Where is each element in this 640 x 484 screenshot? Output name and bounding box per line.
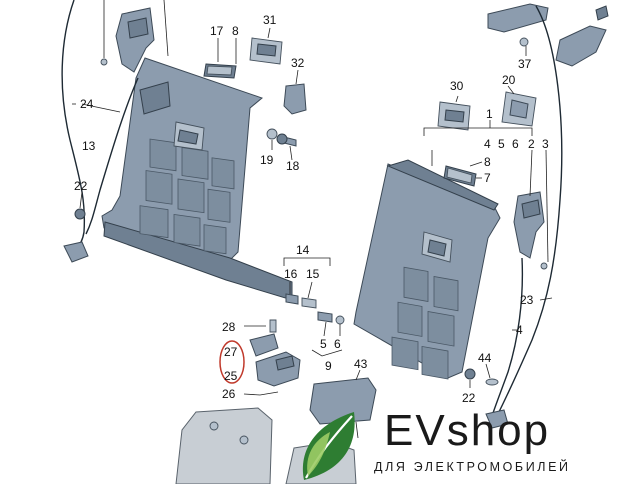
headrest — [309, 377, 377, 425]
label-6-top: 6 — [512, 137, 519, 151]
label-7: 7 — [484, 171, 491, 185]
right-cable — [495, 5, 563, 419]
left-frame-cells — [139, 138, 235, 255]
label-30: 30 — [450, 79, 464, 93]
part-16 — [285, 293, 299, 305]
seat-cushion-left — [175, 407, 273, 484]
label-5-top: 5 — [498, 137, 505, 151]
label-22-left: 22 — [74, 179, 88, 193]
leaf-icon — [302, 412, 355, 480]
right-latch — [513, 191, 548, 270]
left-latch — [100, 0, 169, 73]
label-8-right: 8 — [484, 155, 491, 169]
left-cable-13 — [85, 77, 139, 235]
label-24: 24 — [80, 97, 94, 111]
leader-lines — [72, 27, 553, 396]
part-32 — [283, 83, 307, 115]
label-26: 26 — [222, 387, 236, 401]
logo-brand-text: EVshop — [384, 406, 551, 455]
label-31: 31 — [263, 13, 277, 27]
right-backrest-frame — [353, 159, 501, 380]
label-6-left: 6 — [334, 337, 341, 351]
label-17: 17 — [210, 24, 224, 38]
label-8-left: 8 — [232, 24, 239, 38]
part-44 — [485, 378, 499, 386]
label-43: 43 — [354, 357, 368, 371]
label-37: 37 — [518, 57, 532, 71]
part-27 — [249, 333, 279, 357]
label-4-top: 4 — [484, 137, 491, 151]
label-18: 18 — [286, 159, 300, 173]
part-15 — [301, 297, 317, 309]
label-23: 23 — [520, 293, 534, 307]
label-2: 2 — [528, 137, 535, 151]
label-1: 1 — [486, 107, 493, 121]
label-16: 16 — [284, 267, 298, 281]
label-5-left: 5 — [320, 337, 327, 351]
label-20: 20 — [502, 73, 516, 87]
label-28: 28 — [222, 320, 236, 334]
label-15: 15 — [306, 267, 320, 281]
label-3: 3 — [542, 137, 549, 151]
left-backrest-frame — [101, 57, 293, 301]
label-13: 13 — [82, 139, 96, 153]
label-14: 14 — [296, 243, 310, 257]
right-cable-4 — [491, 257, 524, 417]
label-22-right: 22 — [462, 391, 476, 405]
right-top-bracket — [487, 3, 609, 67]
label-32: 32 — [291, 56, 305, 70]
label-44: 44 — [478, 351, 492, 365]
label-27: 27 — [224, 345, 238, 359]
part-22-right — [464, 368, 476, 380]
label-25: 25 — [224, 369, 238, 383]
label-19: 19 — [260, 153, 274, 167]
highlight-circle — [219, 340, 245, 384]
callout-labels: 24 13 22 17 8 31 32 19 18 14 16 15 28 5 … — [74, 13, 549, 405]
label-4-right: 4 — [516, 323, 523, 337]
logo-tagline: ДЛЯ ЭЛЕКТРОМОБИЛЕЙ — [374, 460, 571, 474]
label-9: 9 — [325, 359, 332, 373]
evshop-logo: EVshop ДЛЯ ЭЛЕКТРОМОБИЛЕЙ — [296, 406, 640, 484]
